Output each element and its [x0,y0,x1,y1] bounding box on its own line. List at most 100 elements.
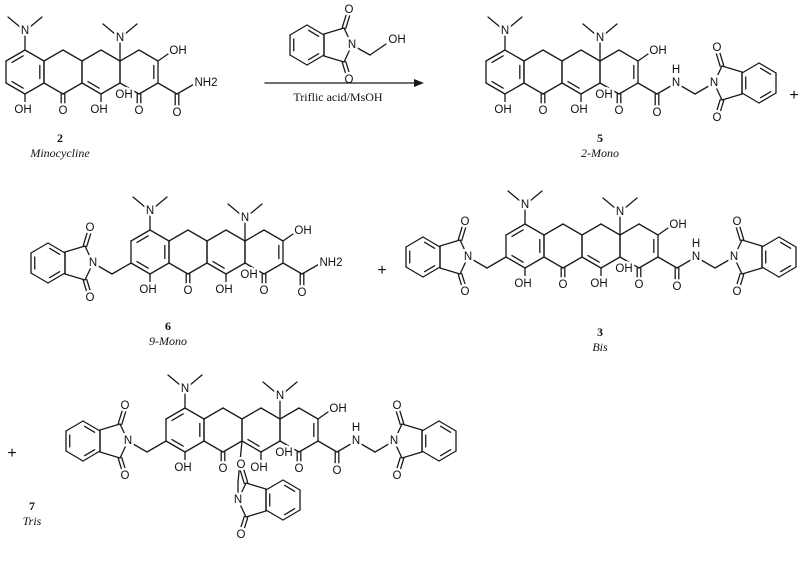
methyl-bond [189,374,203,386]
carbonyl-oxygen: O [673,281,682,293]
aromatic-bond [587,254,600,263]
benzene-bond [422,266,441,278]
imide-bond [323,27,345,35]
imide-bond [84,262,94,281]
amide-nitrogen: N [692,251,700,263]
double-bond [345,60,351,76]
ring-bond [119,49,140,62]
compound-name: 9-Mono [149,334,187,348]
imide-nitrogen: N [464,251,472,263]
hydroxyl: OH [115,89,132,101]
aromatic-bond [247,438,260,447]
ring-bond [81,49,102,62]
carbonyl-oxygen: O [733,216,742,228]
methyl-bond [102,23,116,35]
amide-hydrogen: H [672,64,680,76]
carbonyl-oxygen: O [461,286,470,298]
bond [656,82,677,95]
amide-nitrogen: N [352,435,360,447]
methyl-bond [529,190,543,202]
double-bond [719,51,725,67]
imide-bond [733,239,743,258]
ring-bond [298,407,319,420]
imide-nitrogen: N [234,494,242,506]
amide-hydrogen: H [692,238,700,250]
benzene-bond [405,236,424,248]
ring-bond [222,407,243,420]
benzene-bond [306,54,325,66]
carbonyl-oxygen: O [298,287,307,299]
aromatic-bond [439,425,452,433]
benzene-bond [422,236,441,248]
imide-bond [393,423,403,442]
methyl-bond [509,16,523,28]
benzene-bond [282,509,301,521]
aromatic-bond [307,53,320,61]
plus-sign: + [789,87,798,104]
bond [657,227,669,236]
carbonyl-oxygen: O [713,112,722,124]
bond [282,233,294,242]
ring-bond [100,82,121,95]
ring-bond [62,82,83,95]
imide-bond [713,82,723,101]
hydroxyl: OH [669,219,686,231]
aromatic-bond [511,254,524,263]
double-bond [719,99,725,115]
methyl-bond [167,374,181,386]
aromatic-bond [48,247,61,255]
aromatic-bond [491,55,504,64]
ring-bond [130,229,151,242]
ring-bond [618,49,639,62]
hydroxyl: OH [649,45,666,57]
aromatic-bond [511,229,524,238]
benzene-bond [30,242,49,254]
imide-bond [99,451,121,459]
reaction-arrowhead [414,79,424,87]
ring-bond [187,262,208,275]
amide-nh2: NH2 [319,257,342,269]
ring-bond [523,49,544,62]
benzene-bond [82,450,101,462]
methyl-bond [624,197,638,209]
imide-bond [119,440,129,459]
ring-bond [168,262,189,275]
bond [317,411,329,420]
carbonyl-oxygen: O [184,285,193,297]
carbonyl-oxygen: O [461,216,470,228]
double-bond [395,410,401,426]
methyl-bond [604,23,618,35]
hydroxyl: OH [494,104,511,116]
dimethylamino-nitrogen: N [616,206,624,218]
aromatic-bond [171,438,184,447]
ring-bond [543,223,564,236]
double-bond [117,409,123,425]
amide-nh2: NH2 [194,77,217,89]
ring-bond [619,256,640,269]
ring-bond [485,82,506,95]
imide-bond [245,482,267,490]
imide-bond [393,440,403,459]
imide-bond [84,245,94,264]
benzene-bond [82,420,101,432]
ring-bond [524,256,545,269]
benzene-bond [741,92,760,104]
hydroxyl: OH [169,45,186,57]
double-bond [739,273,745,289]
ring-bond [619,223,640,236]
dimethylamino-nitrogen: N [276,390,284,402]
hydroxyl: OH [14,104,31,116]
carbonyl-oxygen: O [135,105,144,117]
methylene-bond [92,262,113,275]
ring-bond [561,82,582,95]
aromatic-bond [307,29,320,37]
double-bond [399,457,405,473]
double-bond [715,52,721,68]
ring-bond [149,229,170,242]
ring-bond [263,262,284,275]
benzene-bond [421,450,440,462]
benzene-bond [421,420,440,432]
bond [637,53,649,62]
